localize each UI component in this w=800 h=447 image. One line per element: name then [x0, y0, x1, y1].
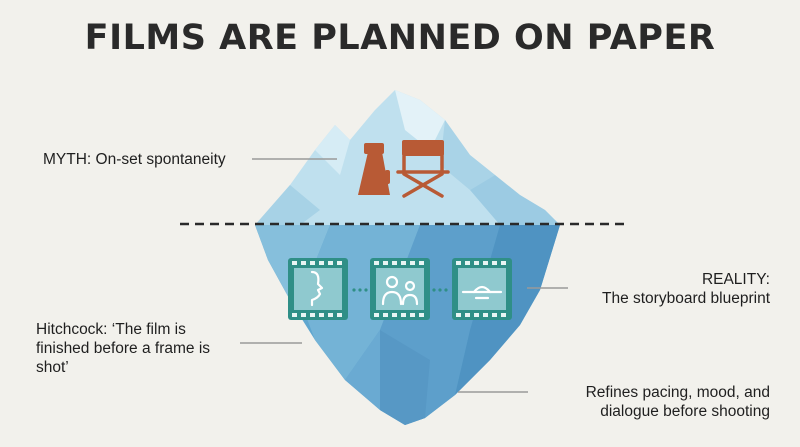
- myth-label: MYTH: On-set spontaneity: [43, 151, 226, 168]
- storyboard-frame-2: [370, 258, 430, 320]
- horizon-line-icon: [461, 285, 503, 300]
- storyboard-frames: [288, 258, 512, 320]
- two-people-icon: [381, 275, 419, 306]
- storyboard-frame-3: [452, 258, 512, 320]
- reality-label: REALITY: The storyboard blueprint: [560, 270, 770, 308]
- storyboard-frame-1: [288, 258, 348, 320]
- hitchcock-line-3: shot’: [36, 359, 69, 376]
- iceberg-tip: [255, 90, 560, 225]
- page-title: FILMS ARE PLANNED ON PAPER: [84, 18, 716, 58]
- connector-lines: [240, 158, 568, 393]
- directors-chair-icon: [396, 140, 450, 198]
- megaphone-icon: [358, 143, 390, 195]
- reality-text: The storyboard blueprint: [601, 290, 770, 307]
- reality-heading: REALITY:: [701, 271, 770, 288]
- iceberg-underwater: [255, 225, 560, 425]
- hitchcock-line-2: finished before a frame is: [36, 340, 211, 357]
- hitchcock-line-1: Hitchcock: ‘The film is: [36, 321, 186, 338]
- refines-line-1: Refines pacing, mood, and: [585, 384, 770, 401]
- profile-face-icon: [310, 270, 324, 307]
- refines-label: Refines pacing, mood, and dialogue befor…: [520, 383, 770, 421]
- refines-line-2: dialogue before shooting: [600, 403, 770, 420]
- hitchcock-quote-label: Hitchcock: ‘The film is finished before …: [36, 320, 236, 377]
